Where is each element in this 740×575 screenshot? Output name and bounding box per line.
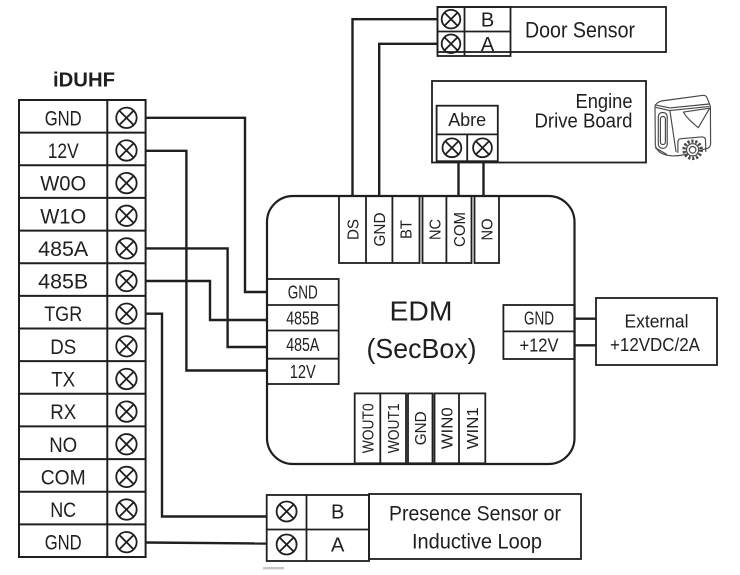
svg-text:485B: 485B [286,308,319,328]
svg-text:GND: GND [413,411,430,445]
svg-text:GND: GND [372,213,389,247]
svg-text:WIN1: WIN1 [465,407,482,449]
svg-text:Drive Board: Drive Board [535,111,633,133]
svg-text:12V: 12V [290,362,316,382]
svg-text:NO: NO [49,434,77,457]
svg-text:NC: NC [50,499,76,522]
svg-text:+12V: +12V [520,336,559,356]
svg-text:Door Sensor: Door Sensor [525,17,635,42]
svg-text:485B: 485B [38,271,88,294]
svg-text:COM: COM [452,212,469,247]
svg-text:485A: 485A [286,335,319,355]
svg-text:Presence Sensor or: Presence Sensor or [389,502,561,525]
svg-text:W1O: W1O [40,205,86,228]
svg-text:Inductive Loop: Inductive Loop [412,530,542,553]
svg-text:B: B [331,502,344,524]
svg-text:GND: GND [288,283,318,303]
svg-text:12V: 12V [48,140,79,163]
svg-text:iDUHF: iDUHF [53,70,115,92]
svg-text:B: B [481,9,494,31]
svg-text:BT: BT [399,220,416,239]
svg-text:GND: GND [45,532,82,555]
svg-text:+12VDC/2A: +12VDC/2A [610,334,701,355]
svg-text:Engine: Engine [576,91,633,113]
svg-text:DS: DS [50,336,76,359]
svg-text:External: External [625,310,689,331]
svg-text:TGR: TGR [44,303,82,326]
svg-text:WOUT1: WOUT1 [386,403,403,453]
svg-text:DS: DS [345,219,362,240]
svg-text:Abre: Abre [448,110,486,130]
svg-text:TX: TX [51,369,75,392]
svg-text:WOUT0: WOUT0 [360,403,377,453]
svg-text:NO: NO [480,219,497,241]
svg-text:W0O: W0O [40,173,86,196]
svg-text:COM: COM [41,467,86,490]
svg-text:GND: GND [45,107,82,130]
svg-text:RX: RX [50,401,76,424]
svg-text:(SecBox): (SecBox) [367,333,477,364]
svg-text:NC: NC [427,219,444,240]
svg-text:EDM: EDM [390,296,453,327]
svg-text:GND: GND [524,309,554,329]
svg-text:485A: 485A [38,238,88,261]
svg-text:WIN0: WIN0 [440,407,457,449]
svg-text:A: A [331,535,345,557]
svg-text:A: A [481,34,495,56]
